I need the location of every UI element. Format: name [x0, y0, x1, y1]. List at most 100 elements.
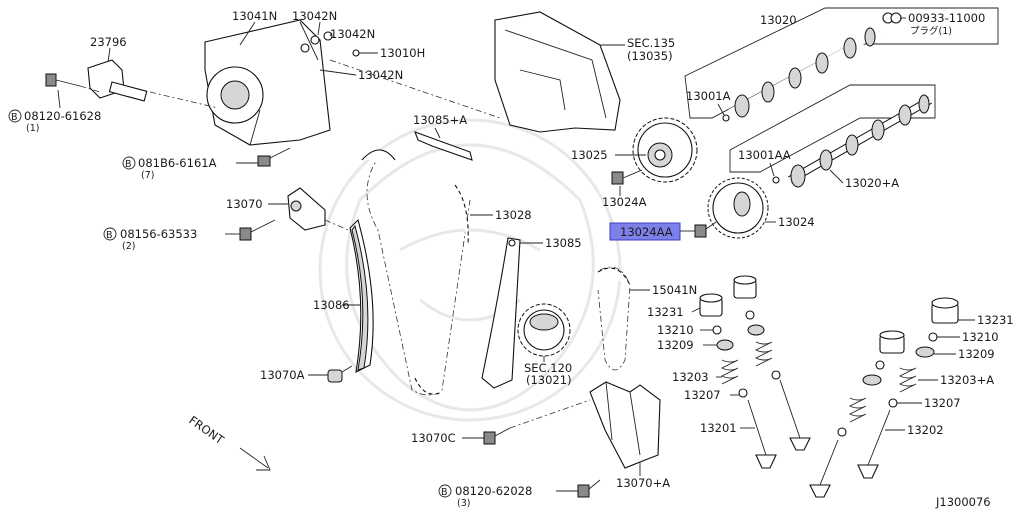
bolt-08120-62028[interactable] — [577, 479, 601, 498]
label-13086[interactable]: 13086 — [313, 298, 350, 312]
label-13231-right[interactable]: 13231 — [977, 313, 1014, 327]
timing-chain-28[interactable] — [361, 149, 471, 396]
keeper-13210-left[interactable] — [712, 325, 722, 335]
label-13042N-b[interactable]: 13042N — [330, 27, 375, 41]
camshaft-13020[interactable] — [728, 27, 882, 118]
chain-guide-13085[interactable] — [481, 237, 521, 389]
bolt-13070C[interactable] — [483, 427, 511, 445]
label-13085[interactable]: 13085 — [545, 236, 582, 250]
chain-guide-13085A[interactable] — [414, 131, 473, 161]
label-13209-left[interactable]: 13209 — [657, 338, 694, 352]
sprocket-13025[interactable] — [632, 117, 698, 183]
label-13207-left[interactable]: 13207 — [684, 388, 721, 402]
label-13085A[interactable]: 13085+A — [413, 113, 467, 127]
intake-valve-13201[interactable] — [747, 379, 811, 469]
valve-lifter-13231-left[interactable] — [699, 293, 723, 317]
label-13041N[interactable]: 13041N — [232, 9, 277, 23]
bolt-13024AA[interactable] — [694, 221, 717, 238]
highlighted-part-13024AA[interactable]: 13024AA — [609, 222, 681, 241]
label-13203A[interactable]: 13203+A — [940, 373, 994, 387]
label-13210-left[interactable]: 13210 — [657, 323, 694, 337]
label-13025[interactable]: 13025 — [571, 148, 608, 162]
label-13203[interactable]: 13203 — [672, 370, 709, 384]
label-13070C[interactable]: 13070C — [411, 431, 456, 445]
label-13209-right[interactable]: 13209 — [958, 347, 995, 361]
dowel-13001AA[interactable] — [772, 176, 780, 184]
label-13202[interactable]: 13202 — [907, 423, 944, 437]
bolt-callout-081B6-6161A[interactable]: B 081B6-6161A (7) — [122, 156, 217, 181]
bolt-08120-61628[interactable] — [45, 73, 81, 87]
bolt-13024A[interactable] — [611, 169, 643, 185]
label-13020[interactable]: 13020 — [760, 13, 797, 27]
label-13042N-a[interactable]: 13042N — [292, 9, 337, 23]
label-sec120-ref: (13021) — [526, 373, 572, 387]
label-15041N[interactable]: 15041N — [652, 283, 697, 297]
label-23796[interactable]: 23796 — [90, 35, 127, 49]
label-13010H[interactable]: 13010H — [380, 46, 425, 60]
tensioner-13070[interactable] — [287, 187, 326, 231]
camshaft-13020A[interactable] — [788, 94, 932, 188]
bolt-13042N-b[interactable] — [323, 31, 333, 41]
valve-lifter-13231-right[interactable] — [931, 297, 959, 324]
chain-guide-13086[interactable] — [349, 218, 374, 373]
bolt-08156-63533[interactable] — [239, 219, 276, 241]
bolt-callout-08120-62028[interactable]: B 08120-62028 (3) — [438, 484, 532, 509]
oil-pump-chain-15041N[interactable] — [597, 266, 631, 371]
label-13201[interactable]: 13201 — [700, 421, 737, 435]
exhaust-valve-13202[interactable] — [809, 409, 891, 498]
tensioner-13070A[interactable] — [589, 381, 661, 469]
valve-seal-13207-left[interactable] — [738, 388, 748, 398]
label-13210-right[interactable]: 13210 — [962, 330, 999, 344]
bolt-13042N-c[interactable] — [300, 43, 310, 53]
valve-seal-13207-left-b[interactable] — [771, 370, 781, 380]
retainer-13209-right[interactable] — [915, 346, 935, 358]
bolt-callout-08156-63533[interactable]: B 08156-63533 (2) — [103, 227, 197, 252]
label-13042N-c[interactable]: 13042N — [358, 68, 403, 82]
qty-08120-61628: (1) — [26, 123, 39, 134]
cam-sensor-23796[interactable] — [87, 59, 148, 102]
label-sec120[interactable]: SEC.120 — [524, 361, 572, 375]
label-plug-note: プラグ(1) — [910, 25, 952, 37]
retainer-13209-left[interactable] — [716, 339, 734, 351]
bolt-13042N-a[interactable] — [310, 35, 320, 45]
valve-lifter-13231-right-b[interactable] — [879, 330, 905, 354]
label-13070A[interactable]: 13070A — [260, 368, 305, 382]
label-sec135-ref: (13035) — [627, 49, 673, 63]
label-13020A[interactable]: 13020+A — [845, 176, 899, 190]
valve-spring-13203A[interactable] — [848, 367, 917, 423]
front-direction-indicator: FRONT — [186, 413, 271, 471]
label-00933-11000[interactable]: 00933-11000 — [908, 11, 985, 25]
label-13207-right[interactable]: 13207 — [924, 396, 961, 410]
label-13001AA[interactable]: 13001AA — [738, 148, 791, 162]
bolt-13070A[interactable] — [327, 365, 353, 383]
label-13001A[interactable]: 13001A — [686, 89, 731, 103]
label-13024[interactable]: 13024 — [778, 215, 815, 229]
label-13028[interactable]: 13028 — [495, 208, 532, 222]
crank-sprocket-sec120[interactable] — [517, 303, 571, 357]
sprocket-13024[interactable] — [707, 177, 769, 239]
qty-08120-62028: (3) — [457, 498, 470, 509]
retainer-13209-right-b[interactable] — [862, 374, 882, 386]
bolt-081B6-6161A[interactable] — [257, 147, 291, 167]
plug-00933-11000[interactable] — [882, 12, 902, 24]
label-13070[interactable]: 13070 — [226, 197, 263, 211]
valve-spring-13203[interactable] — [720, 341, 773, 385]
retainer-13209-left-b[interactable] — [747, 324, 765, 336]
keeper-13210-right[interactable] — [928, 332, 938, 342]
svg-text:B: B — [441, 487, 448, 498]
plug-13010H[interactable] — [352, 49, 360, 57]
valve-lifter-13231-left-b[interactable] — [733, 275, 757, 299]
label-13070A-plus[interactable]: 13070+A — [616, 476, 670, 490]
cylinder-head-sec135[interactable] — [494, 11, 621, 133]
bolt-callout-08120-61628[interactable]: B 08120-61628 (1) — [8, 109, 101, 134]
dowel-13001A[interactable] — [722, 114, 730, 122]
label-sec135[interactable]: SEC.135 — [627, 36, 675, 50]
keeper-13210-left-b[interactable] — [745, 310, 755, 320]
label-13024A[interactable]: 13024A — [602, 195, 647, 209]
front-cover-13041N[interactable] — [204, 19, 331, 146]
valve-seal-13207-right[interactable] — [888, 398, 898, 408]
label-13231-left[interactable]: 13231 — [647, 305, 684, 319]
keeper-13210-right-b[interactable] — [875, 360, 885, 370]
valve-seal-13207-right-b[interactable] — [837, 427, 847, 437]
